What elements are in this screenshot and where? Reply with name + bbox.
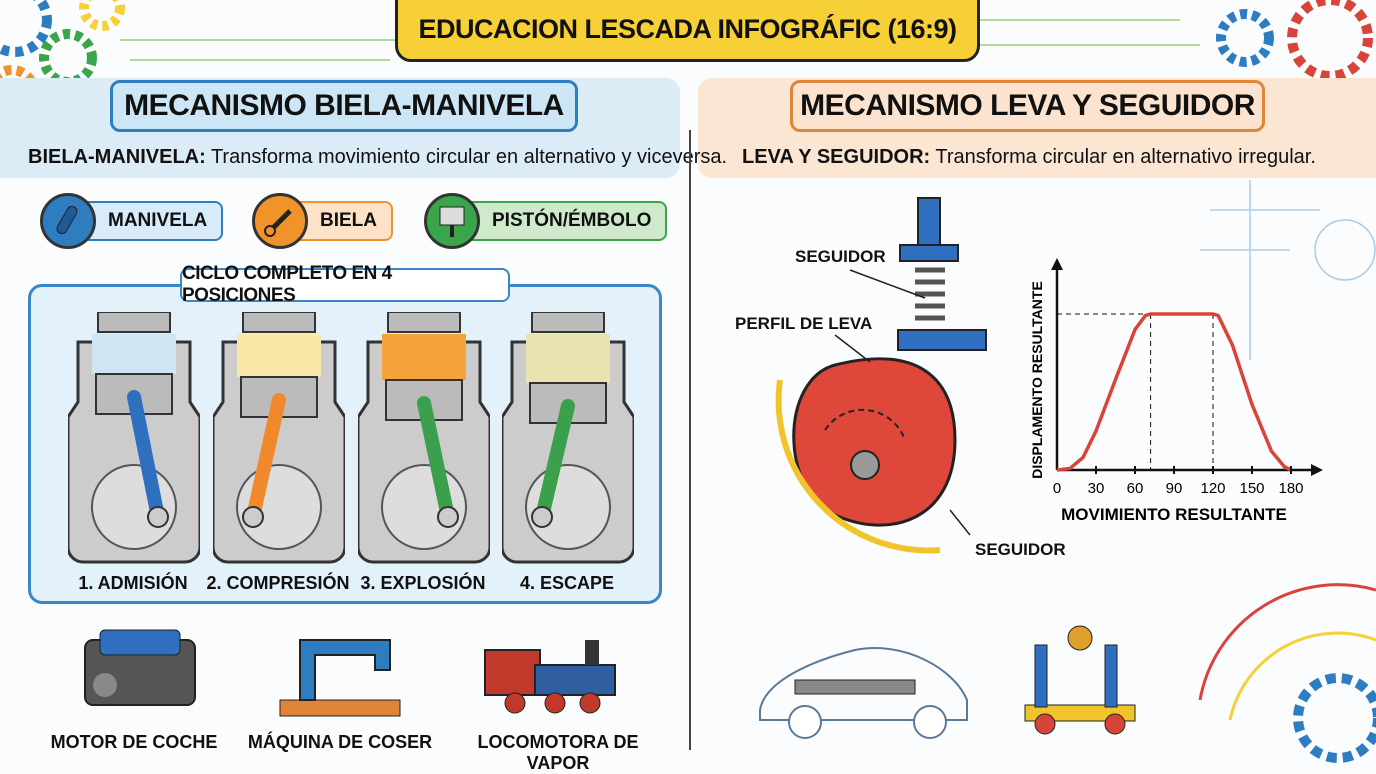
badge-manivela: MANIVELA (40, 193, 224, 249)
x-axis-label: MOVIMIENTO RESULTANTE (1061, 505, 1287, 524)
crank-section-title: MECANISMO BIELA-MANIVELA (110, 80, 578, 132)
step-label: 4. ESCAPE (519, 573, 615, 593)
piston-icon (424, 193, 480, 249)
cam-shaft (850, 450, 880, 480)
app-label: MÁQUINA DE COSER (247, 732, 433, 752)
badge-label: MANIVELA (82, 201, 224, 241)
follower-label-top: SEGUIDOR (795, 247, 886, 266)
rotation-arrow-icon (775, 379, 941, 554)
spring-icon (915, 267, 945, 321)
badge-biela: BIELA (252, 193, 393, 249)
badge-piston: PISTÓN/ÉMBOLO (424, 193, 668, 249)
crank-icon (40, 193, 96, 249)
cam-description-label: LEVA Y SEGUIDOR: (742, 146, 931, 168)
cylinder-illustration (213, 312, 345, 564)
cam-description: LEVA Y SEGUIDOR: Transforma circular en … (742, 146, 1316, 169)
step-label: 3. EXPLOSIÓN (360, 573, 486, 593)
x-tick-label: 0 (1053, 480, 1061, 497)
locomotive-illustration (484, 640, 616, 714)
x-axis-arrow-icon (1311, 464, 1323, 476)
cylinder-illustration (502, 312, 634, 564)
cylinder-illustration (358, 312, 490, 564)
x-tick-label: 150 (1239, 480, 1264, 497)
step-label: 2. COMPRESIÓN (206, 573, 350, 593)
cam-title-text: MECANISMO LEVA Y SEGUIDOR (800, 89, 1255, 122)
x-tick-label: 120 (1200, 480, 1225, 497)
y-axis-arrow-icon (1051, 258, 1063, 270)
cam-shape (792, 357, 957, 527)
badge-label: PISTÓN/ÉMBOLO (466, 201, 668, 241)
cam-description-text: Transforma circular en alternativo irreg… (930, 146, 1316, 168)
follower-label-bottom: SEGUIDOR (975, 540, 1066, 559)
x-tick-label: 30 (1088, 480, 1105, 497)
x-tick-label: 60 (1127, 480, 1144, 497)
main-title: EDUCACION LESCADA INFOGRÁFIC (16:9) (418, 13, 957, 44)
app-label: MOTOR DE COCHE (50, 732, 218, 752)
connecting-rod-icon (252, 193, 308, 249)
x-tick-label: 90 (1166, 480, 1183, 497)
section-divider (689, 130, 691, 750)
crank-description-label: BIELA-MANIVELA: (28, 146, 206, 168)
crank-description: BIELA-MANIVELA: Transforma movimiento ci… (28, 146, 727, 169)
displacement-curve (1056, 312, 1292, 472)
y-axis-label: DISPLAMENTO RESULTANTE (1029, 281, 1045, 479)
cam-section-title: MECANISMO LEVA Y SEGUIDOR (790, 80, 1265, 132)
car-camshaft-illustration (759, 647, 968, 739)
crank-title-text: MECANISMO BIELA-MANIVELA (124, 89, 564, 122)
crank-description-text: Transforma movimiento circular en altern… (205, 146, 728, 168)
car-engine-illustration (84, 629, 196, 706)
step-label: 1. ADMISIÓN (78, 573, 188, 593)
cam-toy-illustration (1024, 625, 1136, 735)
cycle-title: CICLO COMPLETO EN 4 POSICIONES (180, 263, 510, 306)
main-title-banner: EDUCACION LESCADA INFOGRÁFIC (16:9) (395, 0, 980, 62)
sewing-machine-illustration (279, 639, 401, 717)
cylinder-illustration (68, 312, 200, 564)
badge-label: BIELA (294, 201, 393, 241)
cam-follower-diagram (775, 197, 987, 554)
x-tick-label: 180 (1278, 480, 1303, 497)
cam-profile-label: PERFIL DE LEVA (735, 314, 873, 333)
